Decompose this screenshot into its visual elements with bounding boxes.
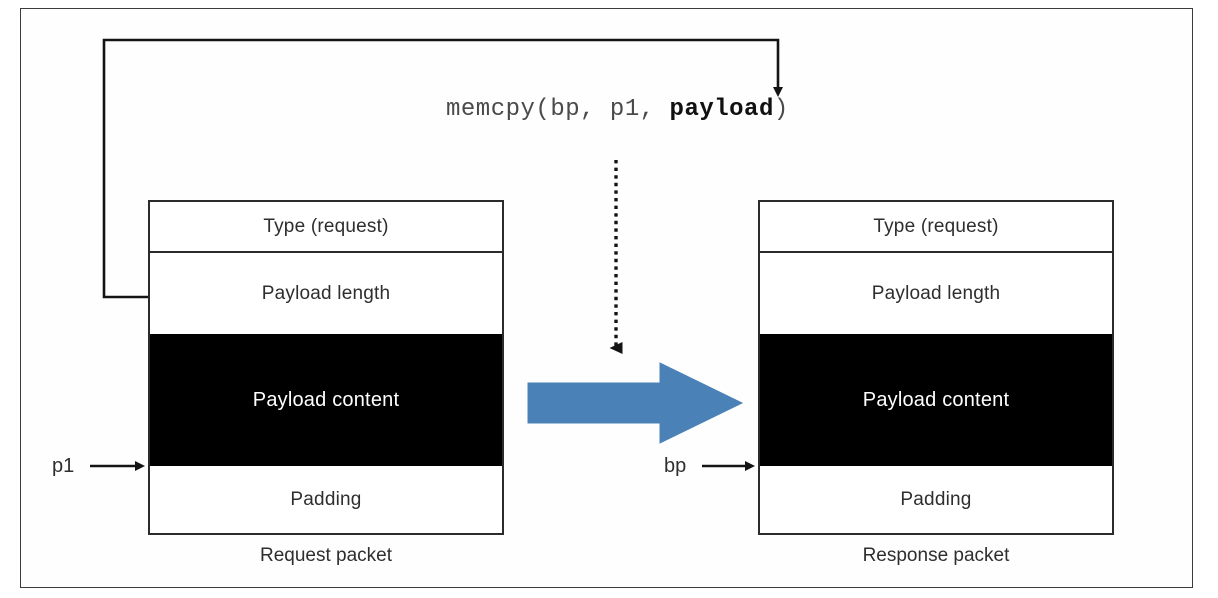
memcpy-code-label: memcpy(bp, p1, payload) (446, 96, 789, 123)
p1-pointer-label: p1 (52, 455, 75, 477)
response-packet-box: Type (request) Payload length Payload co… (758, 200, 1114, 535)
memcpy-code-prefix: memcpy(bp, p1, (446, 96, 670, 123)
request-field-payload-content: Payload content (150, 334, 502, 466)
response-packet-caption: Response packet (862, 545, 1010, 566)
bp-pointer-label: bp (664, 455, 687, 477)
request-field-type: Type (request) (150, 202, 502, 253)
request-field-padding: Padding (150, 466, 502, 533)
memcpy-code-suffix: ) (773, 96, 789, 123)
response-field-payload-length: Payload length (760, 253, 1112, 334)
request-packet-caption: Request packet (259, 545, 393, 566)
request-packet-box: Type (request) Payload length Payload co… (148, 200, 504, 535)
memcpy-payload-argument: payload (669, 96, 774, 123)
response-field-payload-content: Payload content (760, 334, 1112, 466)
request-field-payload-length: Payload length (150, 253, 502, 334)
response-field-padding: Padding (760, 466, 1112, 533)
bp-pointer-label-group: bp (664, 453, 694, 479)
p1-pointer-label-group: p1 (52, 453, 82, 479)
response-field-type: Type (request) (760, 202, 1112, 253)
